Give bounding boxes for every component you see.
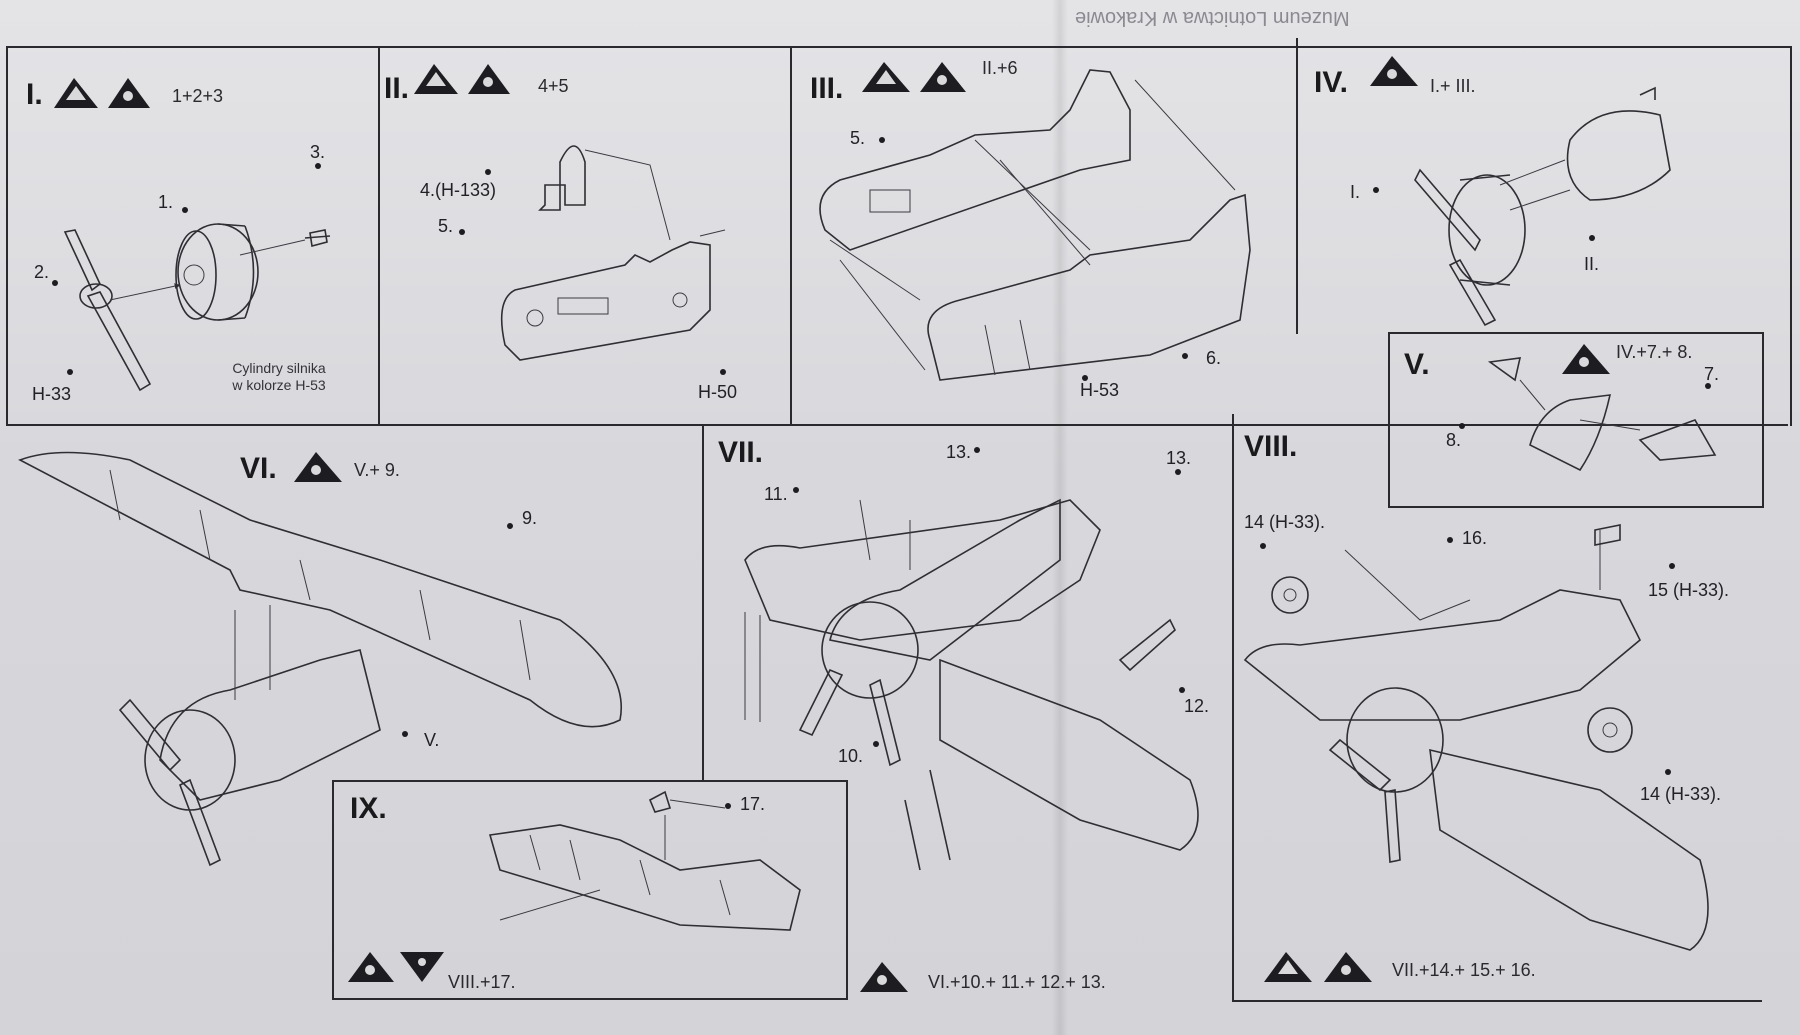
- part-label: 15 (H-33).: [1648, 580, 1730, 600]
- paint-icon: [1264, 952, 1372, 982]
- part-label: 4.(H-133): [420, 180, 497, 200]
- step-iii-drawing: [819, 69, 1251, 381]
- step-vii-drawing: [744, 498, 1199, 871]
- part-label: I.: [1350, 182, 1361, 202]
- part-label: 14 (H-33).: [1244, 512, 1326, 532]
- part-label: II.: [1584, 254, 1600, 274]
- note-line: Cylindry silnika: [232, 360, 326, 376]
- glue-icon: [1562, 344, 1610, 374]
- part-label: 1.: [158, 192, 174, 212]
- part-label: 2.: [34, 262, 50, 282]
- part-label: 12.: [1184, 696, 1210, 716]
- part-label: 5.: [850, 128, 866, 148]
- part-label: 8.: [1446, 430, 1462, 450]
- step-title: IX.: [350, 792, 387, 825]
- part-label: 11.: [764, 484, 788, 504]
- step-viii-drawing: [1243, 524, 1709, 951]
- step-ii-drawing: [500, 145, 726, 361]
- step-formula: I.+ III.: [1430, 76, 1476, 96]
- part-label: 3.: [310, 142, 326, 162]
- step-title: VIII.: [1244, 430, 1298, 463]
- part-label: 9.: [522, 508, 538, 528]
- step-title: III.: [810, 72, 844, 105]
- step-formula: IV.+7.+ 8.: [1616, 342, 1693, 362]
- glue-icon: [294, 452, 342, 482]
- step-ix-panel: [332, 780, 848, 1000]
- step-title: II.: [384, 72, 410, 105]
- part-label: 5.: [438, 216, 454, 236]
- divider: [1296, 38, 1298, 334]
- step-formula: VII.+14.+ 15.+ 16.: [1392, 960, 1536, 980]
- top-row-frame: [6, 46, 1792, 426]
- step-vi-drawing: [18, 451, 622, 867]
- step-formula: 1+2+3: [172, 86, 224, 106]
- engine-color-note: Cylindry silnika w kolorze H-53: [214, 360, 344, 394]
- part-label: H-53: [1080, 380, 1120, 400]
- divider: [790, 46, 792, 424]
- part-label: 13.: [1166, 448, 1192, 468]
- step-i-drawing: [63, 223, 331, 392]
- cut-icon: [54, 78, 150, 108]
- step-formula: 4+5: [538, 76, 569, 96]
- step-v-drawing: [1487, 357, 1717, 472]
- step-title: IV.: [1314, 66, 1348, 99]
- divider: [702, 424, 704, 780]
- step-ix-drawing: [488, 790, 801, 931]
- glue-icon: [414, 64, 510, 94]
- divider: [378, 46, 380, 424]
- divider: [1232, 1000, 1762, 1002]
- step-formula: II.+6: [982, 58, 1018, 78]
- step-title: VI.: [240, 452, 277, 485]
- part-label: V.: [424, 730, 440, 750]
- step-title: V.: [1404, 348, 1430, 381]
- paint-icon: [862, 62, 966, 92]
- leader-dots: [52, 137, 1711, 809]
- step-formula: VI.+10.+ 11.+ 12.+ 13.: [928, 972, 1106, 992]
- part-label: 6.: [1206, 348, 1222, 368]
- glue-icon: [1370, 56, 1418, 86]
- step-title: I.: [26, 78, 43, 111]
- part-label: H-33: [32, 384, 72, 404]
- part-label: 10.: [838, 746, 864, 766]
- divider: [6, 424, 1788, 426]
- note-line: w kolorze H-53: [232, 377, 326, 393]
- part-label: 13.: [946, 442, 972, 462]
- glue-icon: [860, 962, 908, 992]
- step-v-panel: [1388, 332, 1764, 508]
- step-formula: V.+ 9.: [354, 460, 400, 480]
- part-label: 16.: [1462, 528, 1488, 548]
- part-label: 14 (H-33).: [1640, 784, 1722, 804]
- part-label: 17.: [740, 794, 766, 814]
- step-iv-drawing: [1414, 86, 1671, 327]
- part-label: H-50: [698, 382, 738, 402]
- step-title: VII.: [718, 436, 764, 469]
- flip-icon: [348, 952, 444, 982]
- step-formula: VIII.+17.: [448, 972, 516, 992]
- divider: [1232, 414, 1234, 1002]
- part-label: 7.: [1704, 364, 1720, 384]
